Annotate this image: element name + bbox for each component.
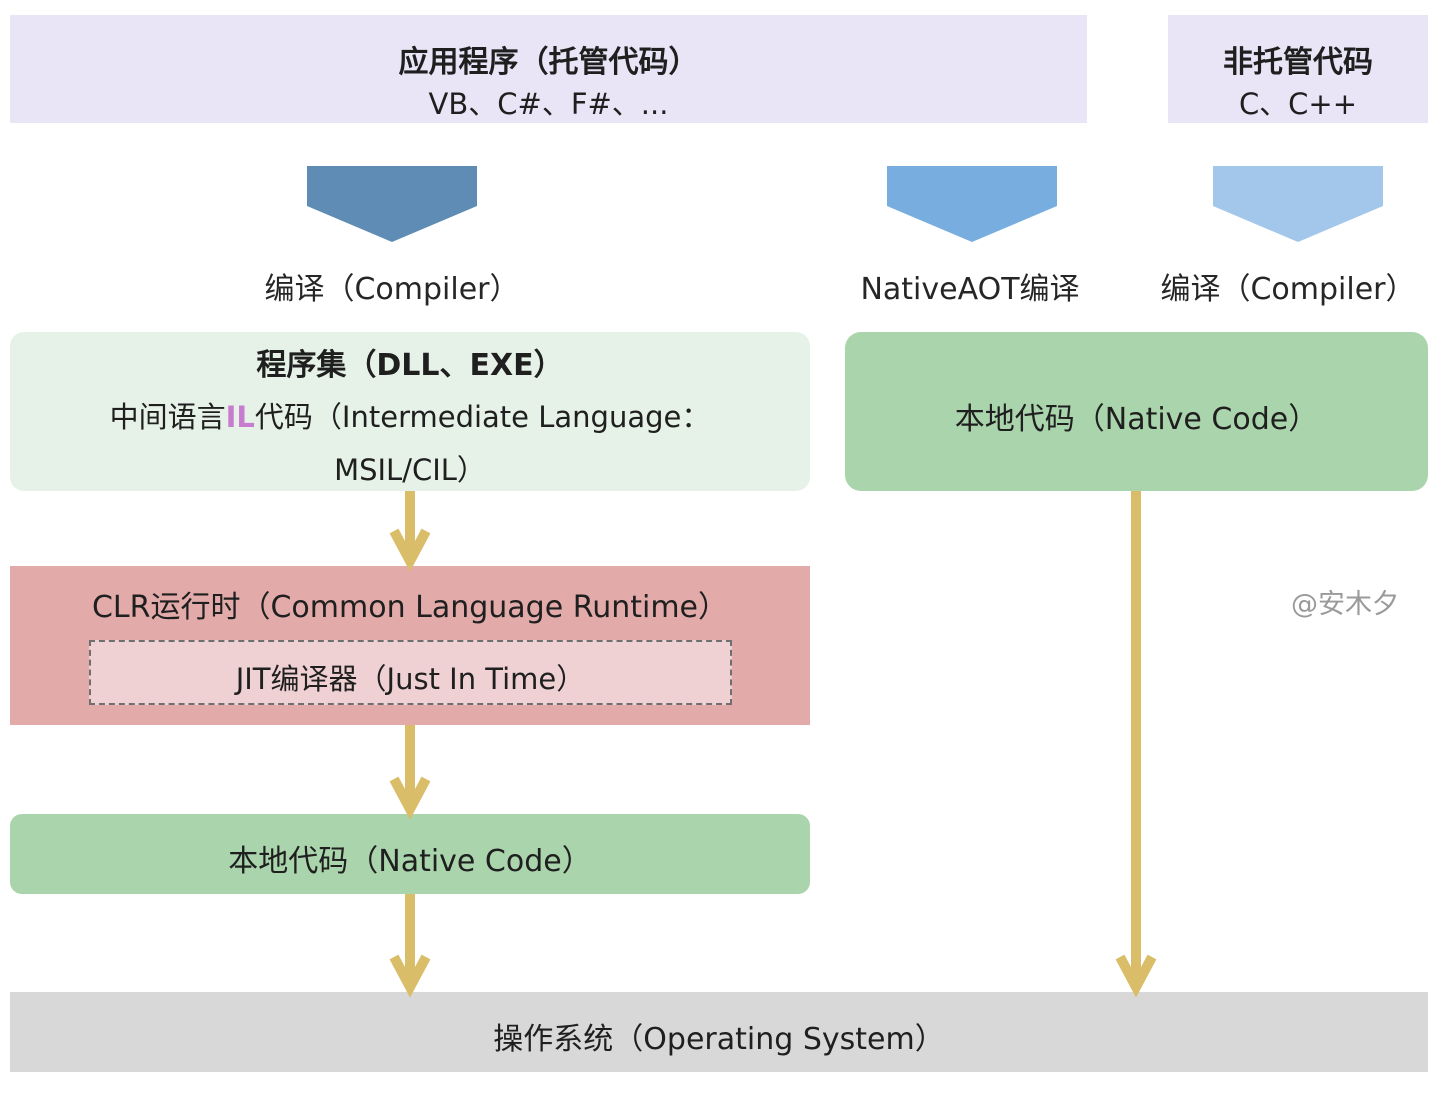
compile-chevron-managed <box>307 166 477 242</box>
clr-title: CLR运行时（Common Language Runtime） <box>91 590 729 625</box>
il-prefix: 中间语言 <box>109 400 226 434</box>
managed-app-box: 应用程序（托管代码） VB、C#、F#、... <box>10 15 1087 123</box>
managed-app-languages: VB、C#、F#、... <box>428 87 669 121</box>
il-suffix: 代码（Intermediate Language： <box>254 400 711 434</box>
flow-arrow-assembly-to-clr <box>389 491 431 572</box>
compile-chevron-unmanaged <box>1213 166 1383 242</box>
assembly-title: 程序集（DLL、EXE） <box>256 348 564 383</box>
jit-box: JIT编译器（Just In Time） <box>89 640 732 705</box>
os-label: 操作系统（Operating System） <box>493 1022 945 1057</box>
assembly-box: 程序集（DLL、EXE） 中间语言IL代码（Intermediate Langu… <box>10 332 810 491</box>
native-code-left-label: 本地代码（Native Code） <box>228 844 592 879</box>
il-highlight: IL <box>225 400 255 434</box>
unmanaged-code-languages: C、C++ <box>1238 87 1358 121</box>
compile-label-managed: 编译（Compiler） <box>264 272 520 307</box>
os-box: 操作系统（Operating System） <box>10 992 1428 1072</box>
compile-label-unmanaged: 编译（Compiler） <box>1160 272 1416 307</box>
assembly-il-line: 中间语言IL代码（Intermediate Language： <box>10 394 810 436</box>
unmanaged-code-box: 非托管代码 C、C++ <box>1168 15 1428 123</box>
watermark: @安木夕 <box>1291 589 1399 620</box>
flow-arrow-clr-to-native <box>389 725 431 820</box>
native-code-right-label: 本地代码（Native Code） <box>954 402 1319 437</box>
assembly-il-line2: MSIL/CIL） <box>334 453 486 487</box>
clr-box: CLR运行时（Common Language Runtime） JIT编译器（J… <box>10 566 810 725</box>
flow-arrow-native-left-to-os <box>389 894 431 998</box>
flow-arrow-native-right-to-os <box>1115 491 1157 998</box>
managed-app-title: 应用程序（托管代码） <box>398 45 699 80</box>
unmanaged-code-title: 非托管代码 <box>1223 45 1373 80</box>
native-code-box-right: 本地代码（Native Code） <box>845 332 1428 491</box>
compile-label-nativeaot: NativeAOT编译 <box>860 272 1080 307</box>
native-code-box-left: 本地代码（Native Code） <box>10 814 810 894</box>
jit-label: JIT编译器（Just In Time） <box>235 662 586 696</box>
compile-chevron-nativeaot <box>887 166 1057 242</box>
